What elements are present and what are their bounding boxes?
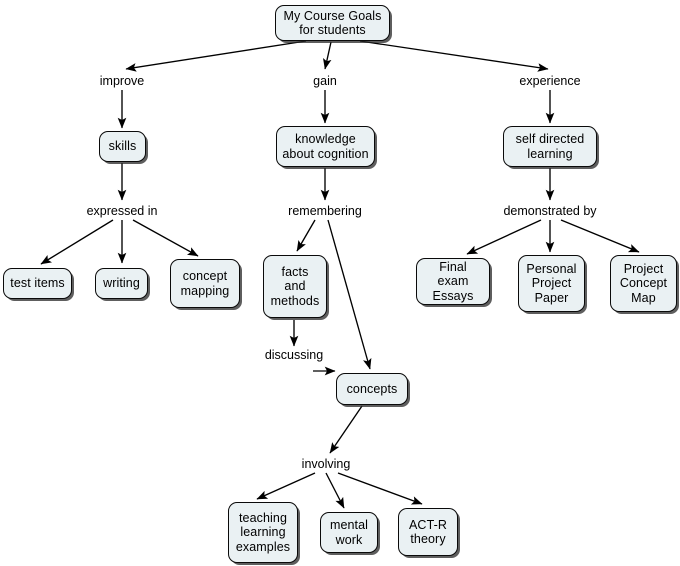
node-teaching-learning-examples[interactable]: teaching learning examples <box>228 502 298 563</box>
link-label-demonstrated-by: demonstrated by <box>503 204 597 218</box>
node-project-map-label: Project Concept Map <box>619 261 668 305</box>
node-actr-label: ACT-R theory <box>409 517 447 547</box>
node-teaching-label: teaching learning examples <box>235 510 291 554</box>
node-concepts-label: concepts <box>346 381 398 396</box>
node-mental-work-label: mental work <box>329 518 369 547</box>
node-test-items[interactable]: test items <box>3 268 72 299</box>
node-mental-work[interactable]: mental work <box>320 512 378 553</box>
node-final-exam-label: Final exam Essays <box>432 259 474 303</box>
node-act-r-theory[interactable]: ACT-R theory <box>398 508 458 556</box>
node-writing-label: writing <box>103 276 140 291</box>
link-label-discussing: discussing <box>264 348 324 362</box>
node-self-directed-label: self directed learning <box>515 132 585 161</box>
link-label-remembering: remembering <box>288 204 362 218</box>
node-facts-and-methods-label: facts and methods <box>270 264 320 308</box>
node-project-concept-map[interactable]: Project Concept Map <box>610 255 677 312</box>
node-root[interactable]: My Course Goals for students <box>275 5 390 41</box>
node-writing[interactable]: writing <box>95 268 148 299</box>
link-label-gain: gain <box>313 74 337 88</box>
node-concepts[interactable]: concepts <box>336 373 408 405</box>
node-test-items-label: test items <box>10 276 65 291</box>
node-concept-mapping[interactable]: concept mapping <box>170 259 240 308</box>
node-knowledge-label: knowledge about cognition <box>282 132 369 161</box>
node-facts-and-methods[interactable]: facts and methods <box>263 255 327 318</box>
link-label-expressed-in: expressed in <box>86 204 158 218</box>
link-label-experience: experience <box>519 74 581 88</box>
node-skills[interactable]: skills <box>99 131 146 162</box>
node-skills-label: skills <box>108 139 137 154</box>
node-self-directed-learning[interactable]: self directed learning <box>503 126 597 167</box>
link-label-improve: improve <box>99 74 145 88</box>
node-root-label: My Course Goals for students <box>283 8 382 38</box>
node-concept-mapping-label: concept mapping <box>180 269 230 298</box>
link-label-involving: involving <box>301 457 351 471</box>
node-final-exam-essays[interactable]: Final exam Essays <box>416 258 490 305</box>
node-personal-paper-label: Personal Project Paper <box>526 261 577 305</box>
node-knowledge-about-cognition[interactable]: knowledge about cognition <box>276 126 375 167</box>
node-personal-project-paper[interactable]: Personal Project Paper <box>518 255 585 312</box>
